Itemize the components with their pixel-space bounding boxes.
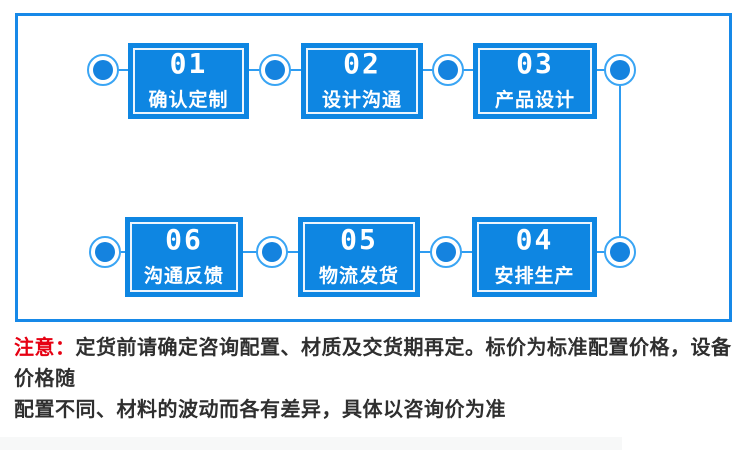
step-box-04: 04 安排生产 <box>472 217 597 297</box>
connector-dot-icon <box>259 54 291 86</box>
step-box-02: 02 设计沟通 <box>301 43 423 119</box>
connector-line-right-vertical <box>619 70 621 252</box>
step-label: 产品设计 <box>494 90 575 111</box>
step-box-05: 05 物流发货 <box>298 217 420 297</box>
step-label: 安排生产 <box>494 266 575 287</box>
notice-prefix: 注意： <box>14 337 76 359</box>
step-label: 设计沟通 <box>321 90 402 111</box>
step-label: 确认定制 <box>148 90 229 111</box>
step-number: 06 <box>165 223 203 256</box>
notice-line-1: 注意：定货前请确定咨询配置、材质及交货期再定。标价为标准配置价格，设备价格随 <box>14 333 746 395</box>
connector-dot-icon <box>430 236 462 268</box>
step-label: 物流发货 <box>318 266 399 287</box>
step-box-06: 06 沟通反馈 <box>125 217 243 297</box>
step-number: 04 <box>515 223 554 256</box>
step-number: 01 <box>169 47 208 80</box>
step-number: 02 <box>343 47 381 80</box>
step-box-03: 03 产品设计 <box>473 43 597 119</box>
footer-divider <box>0 437 622 450</box>
notice-line-2: 配置不同、材料的波动而各有差异，具体以咨询价为准 <box>14 399 506 421</box>
connector-dot-icon <box>87 54 119 86</box>
connector-dot-icon <box>604 54 636 86</box>
notice-line1-text: 定货前请确定咨询配置、材质及交货期再定。标价为标准配置价格，设备价格随 <box>14 337 732 390</box>
connector-dot-icon <box>432 54 464 86</box>
connector-dot-icon <box>604 236 636 268</box>
connector-dot-icon <box>256 236 288 268</box>
step-label: 沟通反馈 <box>143 266 224 287</box>
step-box-01: 01 确认定制 <box>128 43 249 119</box>
notice-text: 注意：定货前请确定咨询配置、材质及交货期再定。标价为标准配置价格，设备价格随 配… <box>14 333 746 426</box>
connector-dot-icon <box>89 236 121 268</box>
step-number: 05 <box>340 223 378 256</box>
step-number: 03 <box>516 47 554 80</box>
